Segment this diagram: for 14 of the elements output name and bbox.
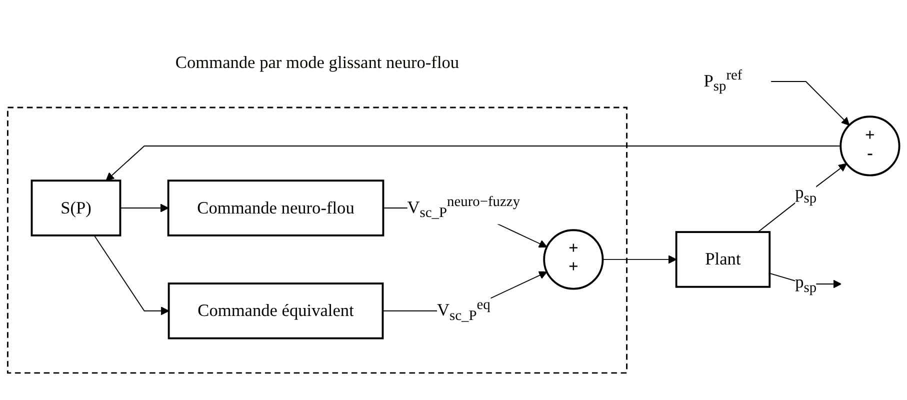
edge-label: p$_{sp}$ <box>795 272 817 296</box>
arrow <box>758 163 847 232</box>
node-circle: + - <box>840 115 900 176</box>
edge-label: p$_{sp}$ <box>795 182 817 206</box>
node-box: S(P) <box>30 179 122 236</box>
node-box: Commande neuro-flou <box>167 179 384 236</box>
node-box: Plant <box>675 230 771 288</box>
arrow <box>602 254 677 264</box>
arrow <box>106 145 842 181</box>
arrow <box>120 203 169 212</box>
node-box: Commande équivalent <box>168 282 384 339</box>
node-circle: + + <box>543 228 604 290</box>
arrow <box>770 80 850 126</box>
arrow <box>94 234 170 315</box>
